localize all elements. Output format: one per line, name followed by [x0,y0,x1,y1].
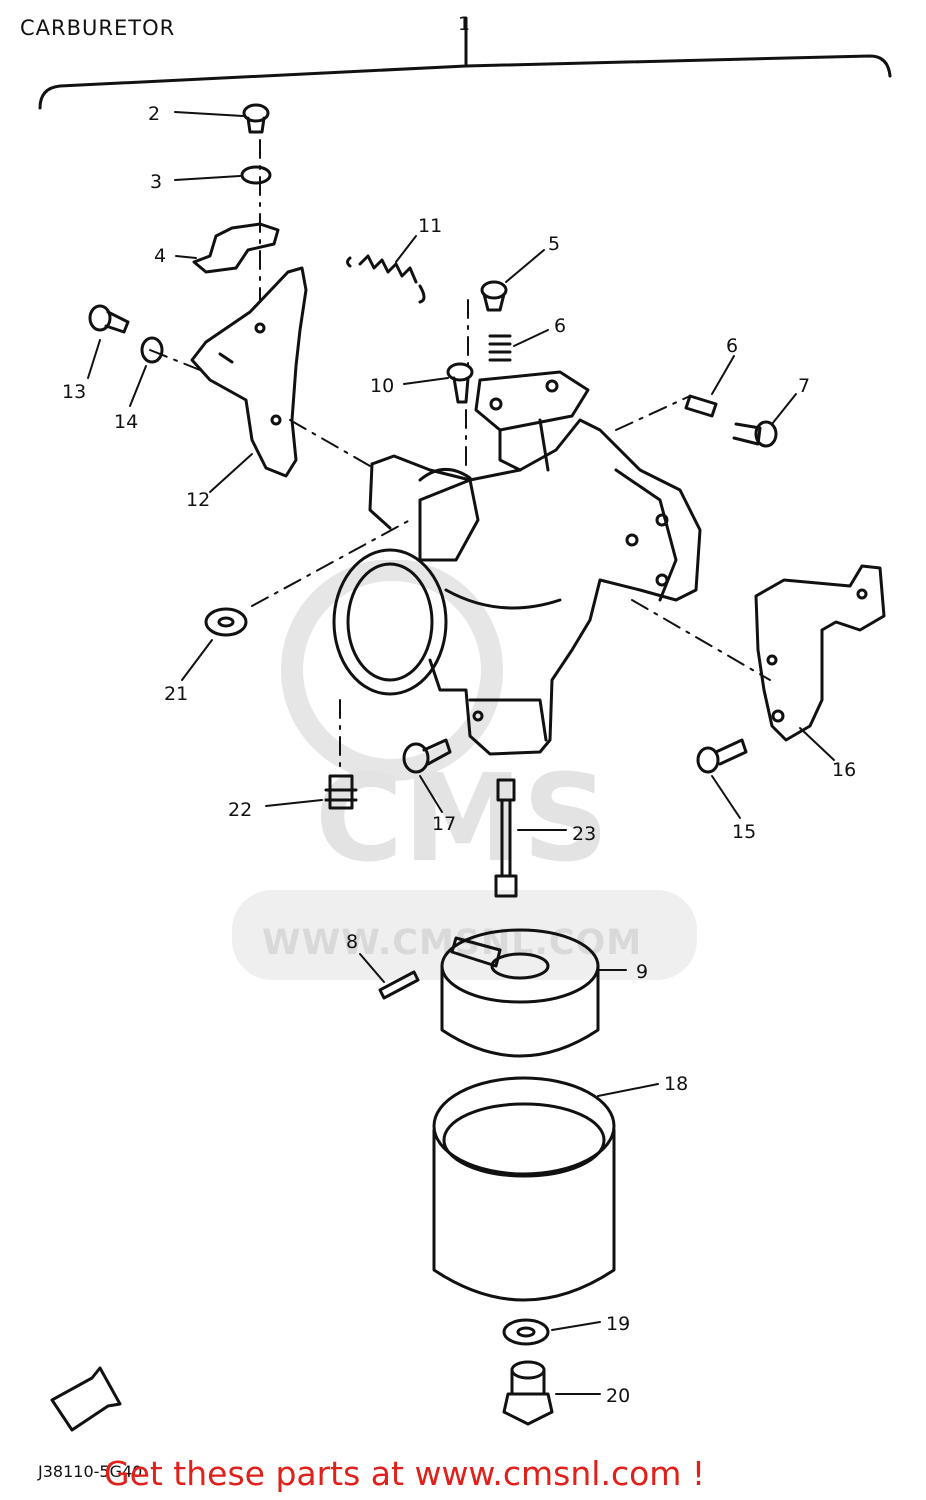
fwd-arrow-icon [50,1366,122,1432]
callout-labels: 1 2 3 4 5 6 6 7 8 9 10 11 12 13 14 15 16… [62,13,856,1407]
callout-label: 18 [664,1073,688,1095]
part-spring-11 [346,235,426,304]
part-pin-8 [359,953,420,1000]
part-float-bowl-18 [432,1076,659,1302]
callout-label: 9 [636,961,648,983]
callout-label: 6 [726,335,738,357]
part-bolt-20 [502,1360,601,1426]
part-screw-15 [696,738,748,819]
part-screw-5 [480,249,545,312]
part-washer-3 [174,165,272,185]
callout-label: 11 [418,215,442,237]
part-bolt-22 [265,774,358,810]
callout-label: 6 [554,315,566,337]
part-rod-23 [494,778,567,898]
part-washer-21 [181,607,248,681]
callout-label: 2 [148,103,160,125]
page-title: CARBURETOR [20,16,176,40]
callout-label: 19 [606,1313,630,1335]
callout-label: 23 [572,823,596,845]
callout-label: 10 [370,375,394,397]
part-screw-13 [87,304,130,379]
callout-label: 15 [732,821,756,843]
part-screw-2 [174,103,270,134]
part-bracket-12 [190,266,308,493]
promo-link[interactable]: Get these parts at www.cmsnl.com ! [104,1454,706,1493]
part-clamp-4 [175,222,280,274]
part-carburetor-body [332,370,702,756]
part-spring-6-right [684,355,735,418]
callout-label: 13 [62,381,86,403]
callout-label: 5 [548,233,560,255]
part-screw-10 [403,362,474,404]
callout-label: 17 [432,813,456,835]
callout-label: 16 [832,759,856,781]
callout-label: 20 [606,1385,630,1407]
part-spring-6-top [488,329,549,362]
callout-label: 21 [164,683,188,705]
callout-label: 7 [798,375,810,397]
callout-label: 22 [228,799,252,821]
diagram-code: J38110-5G40 [38,1462,143,1481]
callout-label: 8 [346,931,358,953]
callout-label: 12 [186,489,210,511]
part-washer-19 [502,1318,601,1346]
part-washer-14 [129,336,164,407]
callout-label: 14 [114,411,138,433]
callout-label: 4 [154,245,166,267]
part-screw-17 [402,738,452,813]
callout-label: 1 [458,13,470,35]
part-float-9 [440,928,627,1058]
callout-label: 3 [150,171,162,193]
part-screw-7 [732,393,797,448]
part-bracket-16 [754,564,886,761]
